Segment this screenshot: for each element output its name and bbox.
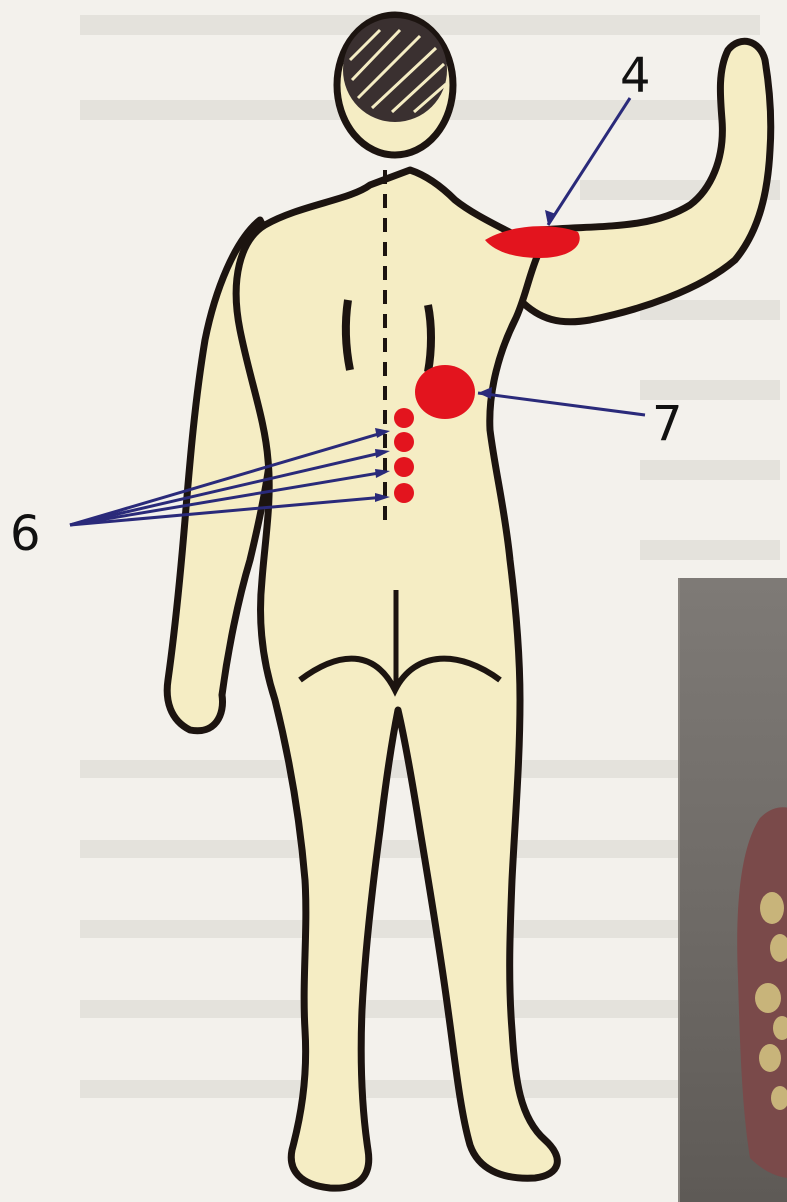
right-scapula-mark <box>428 305 431 372</box>
hair <box>343 18 447 122</box>
label-6-spine-points: 6 <box>10 510 41 558</box>
spine-pain-point-4 <box>394 483 414 503</box>
scapula-pain-zone <box>415 365 475 419</box>
label-7-scapula: 7 <box>652 400 683 448</box>
left-scapula-mark <box>346 300 350 370</box>
label-4-shoulder: 4 <box>620 52 651 100</box>
spine-pain-point-2 <box>394 432 414 452</box>
spine-pain-point-1 <box>394 408 414 428</box>
cropped-photo-inset <box>678 578 787 1202</box>
photo-content <box>680 578 787 1202</box>
spine-pain-point-3 <box>394 457 414 477</box>
